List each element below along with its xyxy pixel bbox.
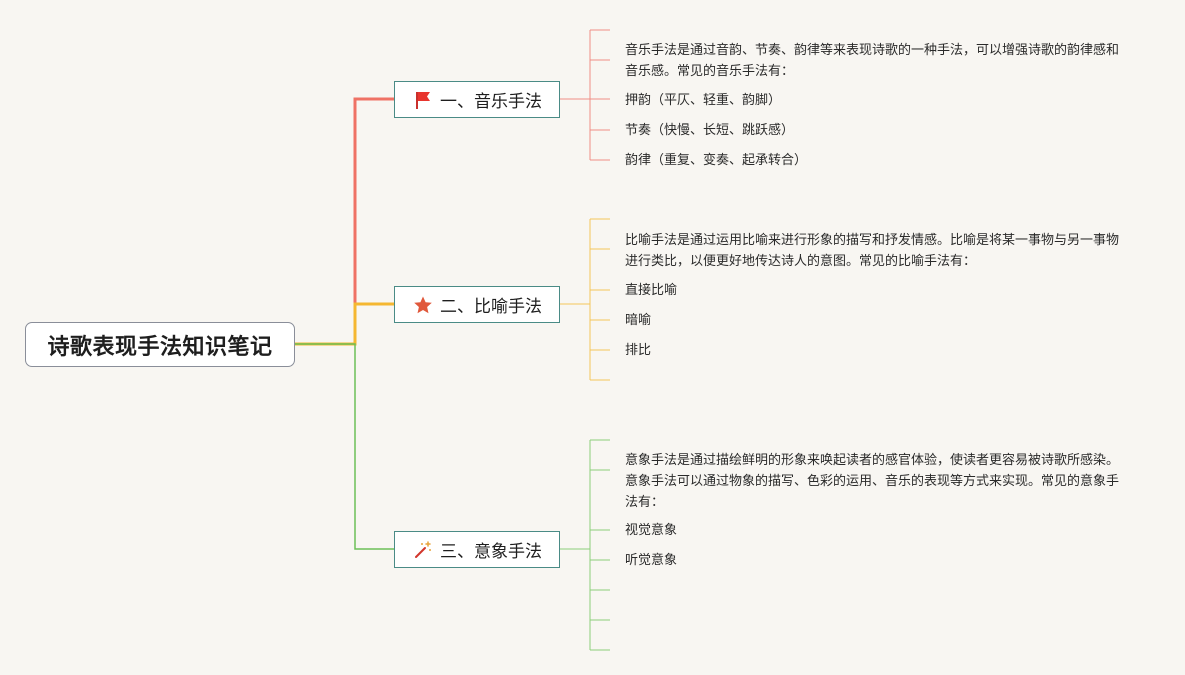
branch1-leaf-connectors	[560, 29, 610, 161]
leaf-metaphor-implied[interactable]: 暗喻	[625, 313, 652, 328]
leaf-metaphor-direct[interactable]: 直接比喻	[625, 283, 678, 298]
branch2-leaf-connectors	[560, 218, 610, 381]
leaf-metaphor-description[interactable]: 比喻手法是通过运用比喻来进行形象的描写和抒发情感。比喻是将某一事物与另一事物进行…	[625, 233, 1120, 269]
leaf-music-rhythm[interactable]: 节奏（快慢、长短、跳跃感）	[625, 123, 795, 138]
root-topic[interactable]: 诗歌表现手法知识笔记	[25, 322, 295, 367]
leaf-music-description[interactable]: 音乐手法是通过音韵、节奏、韵律等来表现诗歌的一种手法，可以增强诗歌的韵律感和音乐…	[625, 43, 1120, 79]
leaf-imagery-auditory[interactable]: 听觉意象	[625, 553, 678, 568]
leaf-music-rhyme[interactable]: 押韵（平仄、轻重、韵脚）	[625, 93, 782, 108]
root-topic-label: 诗歌表现手法知识笔记	[47, 334, 273, 360]
leaf-imagery-description[interactable]: 意象手法是通过描绘鲜明的形象来唤起读者的感官体验，使读者更容易被诗歌所感染。意象…	[625, 453, 1120, 510]
magic-wand-icon	[412, 539, 434, 561]
branch-label: 一、音乐手法	[440, 92, 542, 112]
connector-root-branch2	[295, 302, 394, 346]
branch3-leaf-connectors	[560, 439, 610, 651]
branch-label: 三、意象手法	[440, 542, 542, 562]
leaf-music-meter[interactable]: 韵律（重复、变奏、起承转合）	[625, 153, 808, 168]
star-icon	[412, 294, 434, 316]
branch-imagery-technique[interactable]: 三、意象手法	[394, 531, 560, 568]
leaf-metaphor-parallelism[interactable]: 排比	[625, 343, 652, 358]
leaf-imagery-visual[interactable]: 视觉意象	[625, 523, 678, 538]
connector-root-branch1	[295, 97, 394, 346]
branch-label: 二、比喻手法	[440, 297, 542, 317]
red-flag-icon	[412, 89, 434, 111]
branch-music-technique[interactable]: 一、音乐手法	[394, 81, 560, 118]
branch-metaphor-technique[interactable]: 二、比喻手法	[394, 286, 560, 323]
connector-root-branch3	[295, 343, 394, 550]
